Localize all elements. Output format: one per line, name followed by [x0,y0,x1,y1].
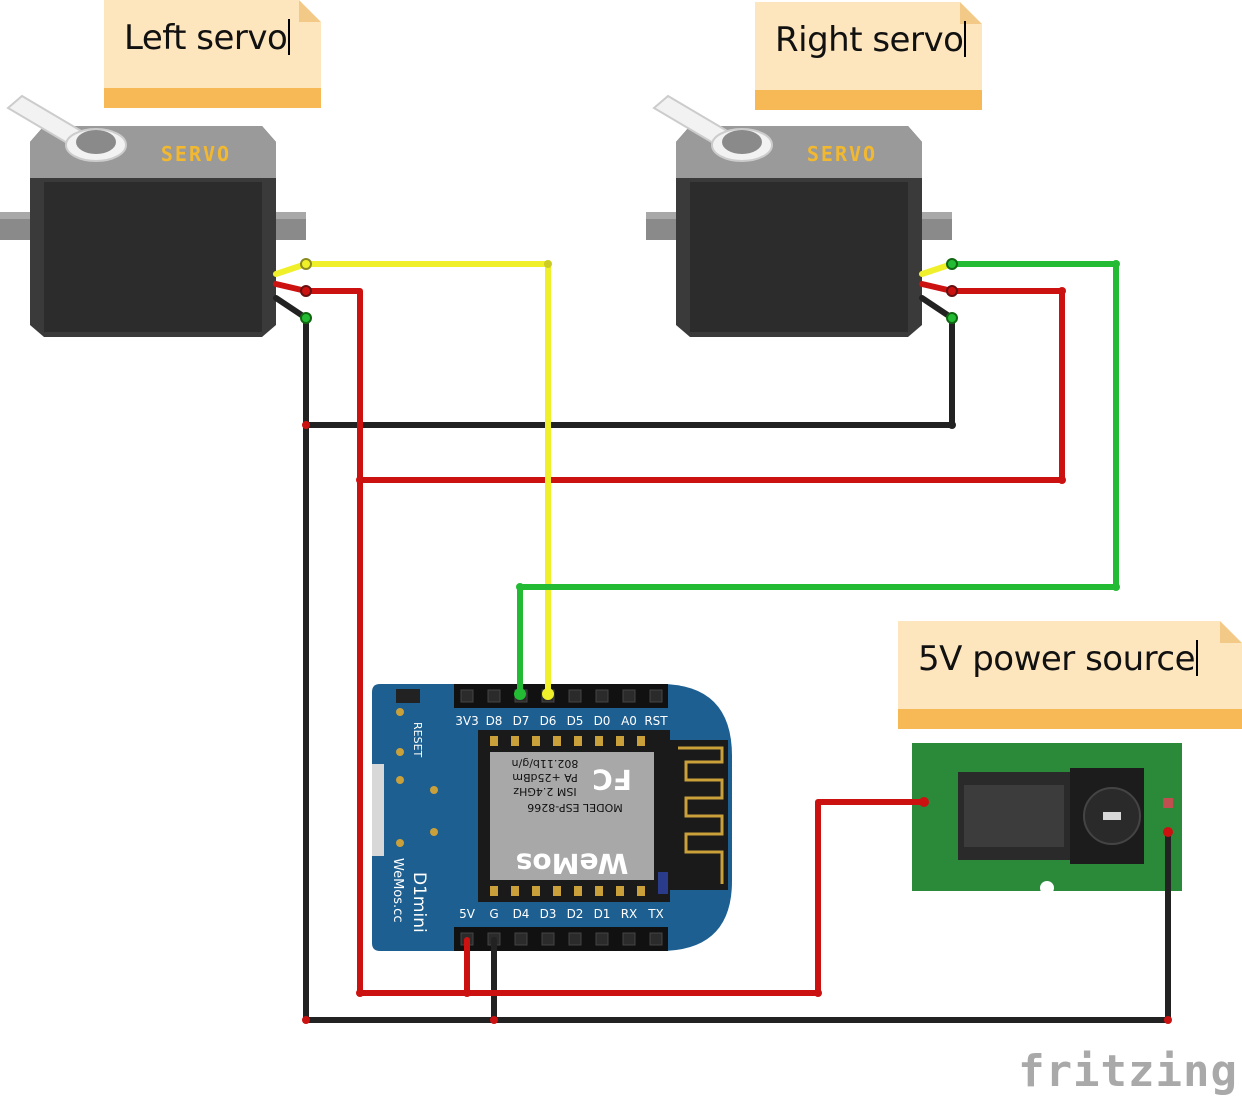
module-pad [553,736,561,746]
board-brand-url: WeMos.cc [390,858,405,922]
note-right-servo-text[interactable]: Right servo [775,20,966,60]
note-power-source-text[interactable]: 5V power source [918,639,1198,679]
right-servo-ground-lead [919,295,955,321]
top-pin-label: 3V3 [455,714,478,728]
fritzing-watermark: fritzing [1018,1046,1238,1097]
bottom-pin-label: G [489,907,498,921]
module-castellations [490,736,645,896]
module-pad [553,886,561,896]
top-pin-label: D5 [567,714,584,728]
right-servo-label: SERVO [807,142,877,166]
bottom-pin-label: RX [621,907,638,921]
bottom-pin-d4[interactable] [514,932,528,946]
module-pad [574,886,582,896]
note-fold-icon [1220,621,1242,643]
bottom-pin-d3[interactable] [541,932,555,946]
bottom-pin-label: D1 [594,907,611,921]
module-line-4: 802.11b/g/n [512,757,579,770]
module-pad [532,736,540,746]
bottom-pin-d2[interactable] [568,932,582,946]
top-pin-label: A0 [621,714,637,728]
module-pad [595,736,603,746]
top-pin-label: D6 [540,714,557,728]
power-wire-servo-bus [357,288,1065,483]
top-pin-d5[interactable] [568,689,582,703]
module-pad [637,736,645,746]
reset-label: RESET [411,722,424,758]
bottom-pin-rx[interactable] [622,932,636,946]
note-power-source[interactable]: 5V power source [898,621,1242,729]
note-fold-icon [960,2,982,24]
note-left-servo-text[interactable]: Left servo [124,18,290,58]
module-pad [616,736,624,746]
note-bar [898,709,1242,729]
module-pad [574,736,582,746]
wires [273,258,1173,1024]
note-bar [104,88,321,108]
bottom-pin-d1[interactable] [595,932,609,946]
fcc-mark: FC [592,763,632,796]
bottom-pin-tx[interactable] [649,932,663,946]
top-pin-label: RST [644,714,668,728]
module-pad [595,886,603,896]
top-pin-label: D0 [594,714,611,728]
top-pin-d0[interactable] [595,689,609,703]
module-pad [511,886,519,896]
wire-endpoints [300,258,1173,1024]
bottom-pin-label: 5V [459,907,476,921]
module-line-2: ISM 2.4GHz [513,785,577,798]
module-line-3: PA +25dBm [512,771,577,784]
bottom-pin-label: D4 [513,907,530,921]
top-pin-row: 3V3 D8 D7 D6 D5 D0 A0 RST [455,689,668,728]
bottom-pin-label: D2 [567,907,584,921]
top-pin-label: D8 [486,714,503,728]
wemos-d1-mini: WeMos FC MODEL ESP-8266 ISM 2.4GHz PA +2… [372,684,732,951]
module-pad [490,886,498,896]
bottom-pin-label: D3 [540,907,557,921]
left-servo-ground-lead [273,295,309,321]
power-jack [912,743,1182,895]
top-pin-d8[interactable] [487,689,501,703]
power-wire-left [303,288,363,996]
left-servo: SERVO [0,94,306,337]
module-brand: WeMos [516,847,629,880]
module-pad [637,886,645,896]
module-pad [490,736,498,746]
module-pad [532,886,540,896]
left-servo-label: SERVO [161,142,231,166]
top-pin-a0[interactable] [622,689,636,703]
bottom-pin-label: TX [647,907,664,921]
module-pad [616,886,624,896]
note-bar [755,90,982,110]
note-left-servo[interactable]: Left servo [104,0,321,108]
module-line-1: MODEL ESP-8266 [527,801,622,814]
power-wire-bottom [357,799,927,996]
top-pin-label: D7 [513,714,530,728]
module-pad [511,736,519,746]
top-pin-3v3[interactable] [460,689,474,703]
note-right-servo[interactable]: Right servo [755,2,982,110]
board-name: D1mini [409,872,429,933]
top-pin-rst[interactable] [649,689,663,703]
right-servo: SERVO [646,94,952,337]
note-fold-icon [299,0,321,22]
